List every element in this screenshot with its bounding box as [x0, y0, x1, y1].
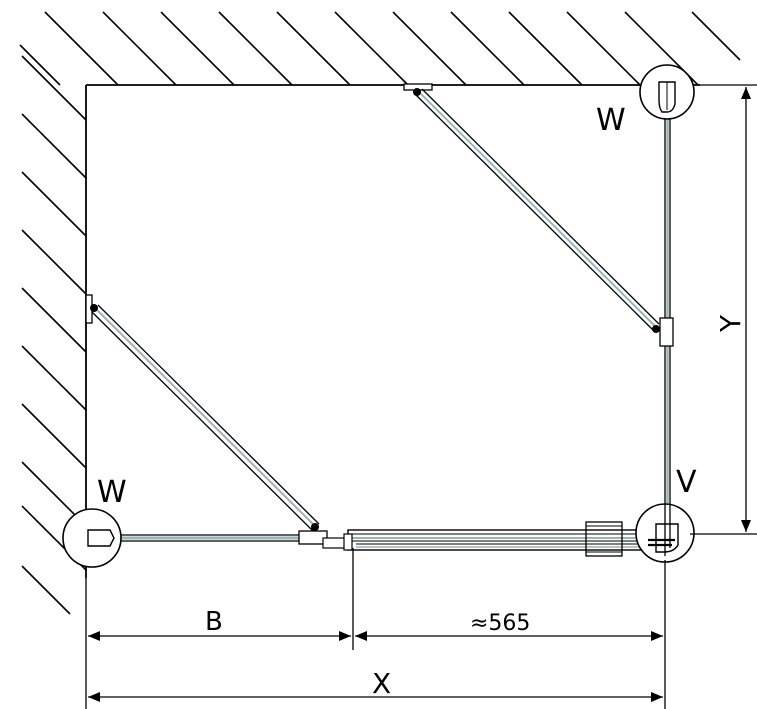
left-wall-hatching	[21, 55, 87, 615]
right-fixed-glass-panel	[659, 118, 674, 520]
bottom-fixed-glass-panel	[118, 530, 354, 549]
top-right-wall-mount	[639, 64, 695, 120]
bottom-left-wall-mount	[62, 508, 122, 568]
label-corner-profile: V	[676, 465, 697, 500]
top-wall-hatching	[19, 11, 741, 86]
dimension-lines	[85, 84, 757, 709]
label-dim-width-total: X	[372, 667, 391, 700]
label-dim-depth-total: Y	[714, 314, 747, 333]
label-wall-mount-left: W	[97, 475, 127, 510]
top-door-end-point	[652, 325, 660, 333]
left-pivot-point	[90, 304, 98, 312]
right-panel-hinge-bracket	[659, 317, 674, 347]
top-pivot-point	[413, 88, 421, 96]
wall-edges	[85, 84, 700, 578]
label-dim-fixed-panel: B	[205, 607, 223, 637]
left-door-end-point	[311, 523, 319, 531]
sliding-door-panels	[343, 521, 659, 557]
corner-profile-joint	[635, 503, 695, 563]
left-door-swing-arc	[85, 294, 320, 532]
wall-profile-icon	[87, 529, 115, 547]
sliding-door-handle	[585, 521, 623, 557]
label-dim-sliding-approx: ≈565	[470, 611, 530, 636]
label-wall-mount-top: W	[596, 103, 626, 138]
top-door-swing-arc	[403, 83, 660, 333]
dimension-arrowheads	[88, 87, 751, 702]
